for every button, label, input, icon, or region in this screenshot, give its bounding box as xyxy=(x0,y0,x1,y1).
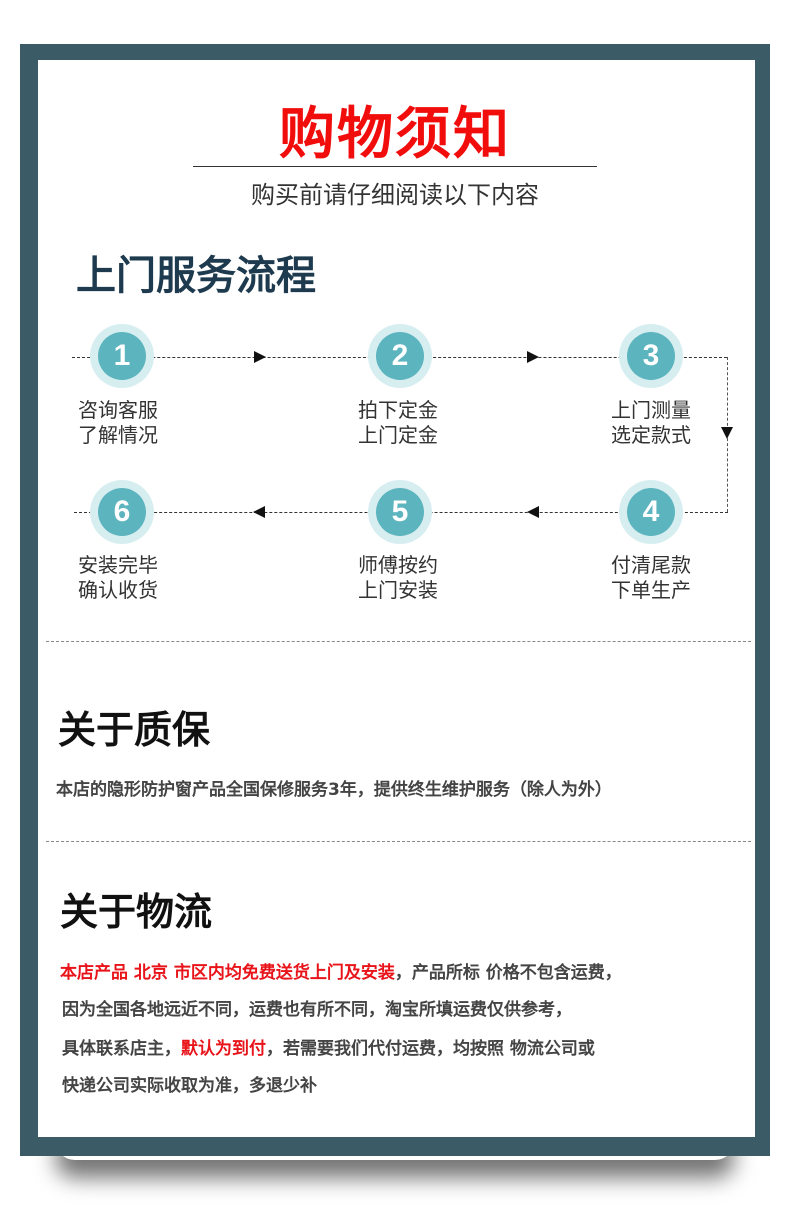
arrow-right-icon xyxy=(527,351,539,363)
step-number: 1 xyxy=(98,332,146,380)
step-label-line: 拍下定金 xyxy=(358,398,438,422)
logistics-line-3: 具体联系店主，默认为到付，若需要我们代付运费，均按照 物流公司或 xyxy=(62,1037,595,1061)
logistics-line-2: 因为全国各地远近不同，运费也有所不同，淘宝所填运费仅供参考， xyxy=(62,1000,572,1020)
step-label-line: 上门定金 xyxy=(358,423,438,447)
step-label-line: 下单生产 xyxy=(611,578,691,602)
warranty-heading: 关于质保 xyxy=(58,708,211,752)
step-4-badge: 4 xyxy=(619,480,683,544)
step-label-line: 上门测量 xyxy=(611,398,691,422)
step-label-line: 付清尾款 xyxy=(611,553,691,577)
arrow-down-icon xyxy=(721,427,733,439)
step-label-line: 咨询客服 xyxy=(78,398,158,422)
step-4-label: 付清尾款 下单生产 xyxy=(611,553,691,603)
logistics-text: ，产品所标 价格不包含运费， xyxy=(394,963,622,983)
step-label-line: 师傅按约 xyxy=(358,553,438,577)
step-5-badge: 5 xyxy=(368,480,432,544)
arrow-left-icon xyxy=(253,506,265,518)
step-number: 3 xyxy=(627,332,675,380)
step-label-line: 确认收货 xyxy=(78,578,158,602)
step-2-label: 拍下定金 上门定金 xyxy=(358,398,438,448)
page-title: 购物须知 xyxy=(279,102,511,167)
step-5-label: 师傅按约 上门安装 xyxy=(358,553,438,603)
step-6-badge: 6 xyxy=(90,480,154,544)
cod-highlight: 默认为到付 xyxy=(181,1039,266,1059)
free-delivery-highlight: 本店产品 北京 市区内均免费送货上门及安装 xyxy=(60,963,395,983)
content-paper xyxy=(38,60,755,1137)
page-subtitle: 购买前请仔细阅读以下内容 xyxy=(251,181,539,209)
logistics-line-1: 本店产品 北京 市区内均免费送货上门及安装，产品所标 价格不包含运费， xyxy=(60,961,622,985)
step-number: 4 xyxy=(627,488,675,536)
step-label-line: 上门安装 xyxy=(358,578,438,602)
step-label-line: 选定款式 xyxy=(611,423,691,447)
service-flow-heading: 上门服务流程 xyxy=(76,253,316,299)
step-number: 6 xyxy=(98,488,146,536)
step-label-line: 安装完毕 xyxy=(78,553,158,577)
step-6-label: 安装完毕 确认收货 xyxy=(78,553,158,603)
step-3-badge: 3 xyxy=(619,324,683,388)
logistics-text: ，若需要我们代付运费，均按照 物流公司或 xyxy=(266,1039,595,1059)
logistics-line-4: 快递公司实际收取为准，多退少补 xyxy=(62,1076,317,1096)
step-number: 5 xyxy=(376,488,424,536)
title-divider xyxy=(193,166,597,167)
arrow-right-icon xyxy=(254,351,266,363)
warranty-text: 本店的隐形防护窗产品全国保修服务3年，提供终生维护服务（除人为外） xyxy=(56,780,612,800)
step-1-label: 咨询客服 了解情况 xyxy=(78,398,158,448)
logistics-heading: 关于物流 xyxy=(60,890,213,934)
section-divider xyxy=(46,641,751,642)
section-divider xyxy=(46,841,751,842)
step-3-label: 上门测量 选定款式 xyxy=(611,398,691,448)
step-label-line: 了解情况 xyxy=(78,423,158,447)
step-number: 2 xyxy=(376,332,424,380)
logistics-text: 具体联系店主， xyxy=(62,1039,181,1059)
step-1-badge: 1 xyxy=(90,324,154,388)
arrow-left-icon xyxy=(527,506,539,518)
step-2-badge: 2 xyxy=(368,324,432,388)
